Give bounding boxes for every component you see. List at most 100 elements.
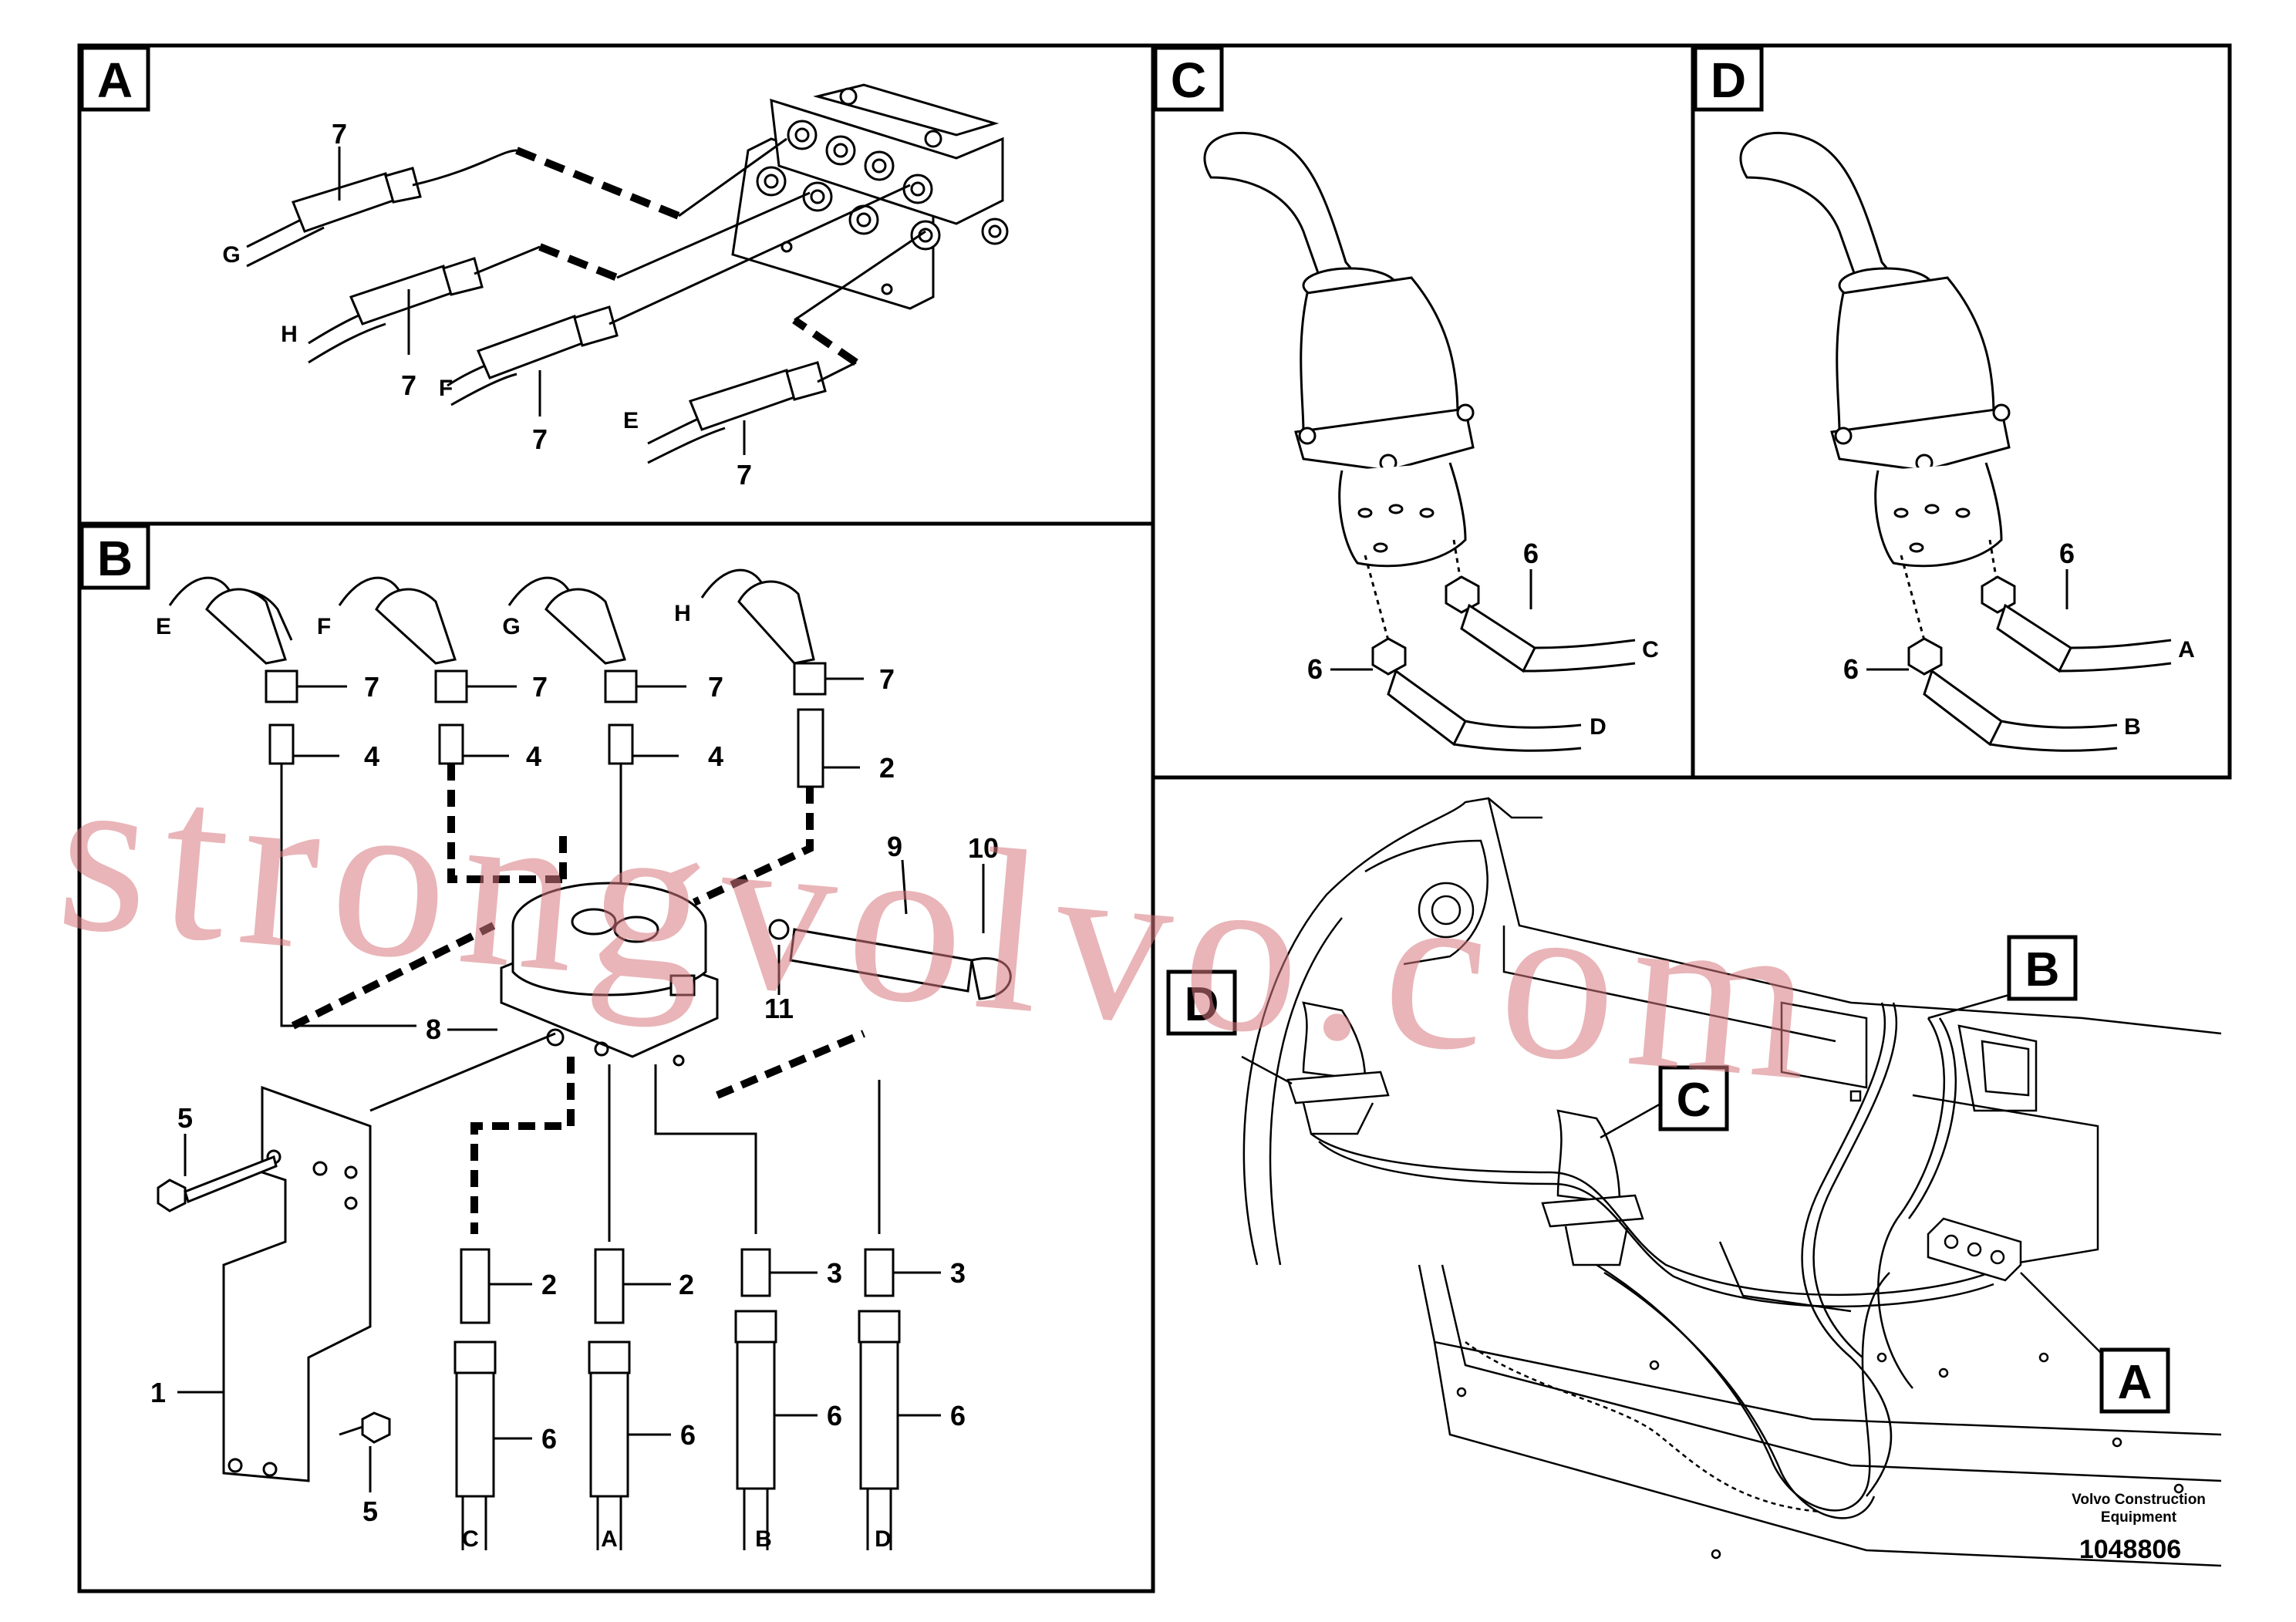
b-label-port-a: A <box>601 1526 618 1552</box>
c-label-6-top: 6 <box>1523 538 1539 569</box>
b-label-hose-f: F <box>317 614 331 639</box>
b-top-hoses <box>168 568 815 665</box>
hose-g <box>246 137 787 268</box>
overview-callout-d-text: D <box>1185 978 1219 1031</box>
b-label-7-1: 7 <box>364 671 379 703</box>
b-label-7-3: 7 <box>708 671 723 703</box>
panel-d-frame <box>1691 43 2232 780</box>
a-label-hose-e: E <box>623 408 639 433</box>
panel-a-labels: 7 G H 7 F 7 E 7 <box>222 118 752 491</box>
document-number: 1048806 <box>2079 1535 2181 1564</box>
b-label-2-top: 2 <box>879 752 895 784</box>
panel-b-tag-text: B <box>97 531 133 586</box>
joystick-d <box>1739 131 2011 568</box>
b-label-11: 11 <box>764 993 794 1024</box>
panel-c-tag: C <box>1153 46 1224 112</box>
bolts <box>157 1155 391 1444</box>
b-label-6-d: 6 <box>950 1400 966 1431</box>
b-nuts-7 <box>265 662 827 703</box>
b-label-hose-h: H <box>674 601 691 626</box>
b-label-7-4: 7 <box>879 663 895 695</box>
panel-a-tag: A <box>79 46 150 112</box>
b-label-4-3: 4 <box>708 740 723 772</box>
overview-joystick-d <box>1286 1001 1390 1135</box>
bracket <box>222 1085 372 1482</box>
manufacturer-line-2: Equipment <box>2101 1509 2177 1526</box>
b-bottom-fittings <box>453 1248 901 1498</box>
b-label-6-a: 6 <box>680 1419 696 1451</box>
hose-h <box>308 191 811 364</box>
b-label-1: 1 <box>150 1377 166 1408</box>
c-label-6-left: 6 <box>1307 653 1323 685</box>
c-label-hose-c: C <box>1642 637 1659 663</box>
panel-frames <box>77 43 2232 1593</box>
d-label-hose-a: A <box>2178 637 2195 663</box>
panel-d-tag: D <box>1693 46 1764 112</box>
panel-c-tag-text: C <box>1171 52 1206 108</box>
b-label-2-a: 2 <box>679 1269 694 1300</box>
c-fittings <box>1371 575 1536 747</box>
joystick-c <box>1203 131 1475 568</box>
overview-callout-a-text: A <box>2118 1356 2153 1409</box>
overview-valve-a <box>1927 1217 2022 1282</box>
b-label-port-d: D <box>875 1526 892 1552</box>
panel-b-tag: B <box>79 524 150 590</box>
shuttle-valve <box>500 882 719 1058</box>
panel-a-tag-text: A <box>97 52 133 108</box>
a-label-hose-h: H <box>281 322 298 347</box>
b-label-5-bottom: 5 <box>362 1496 378 1527</box>
c-label-hose-d: D <box>1590 714 1607 740</box>
panel-c-drawing <box>1203 131 1636 752</box>
b-label-6-b: 6 <box>827 1400 842 1431</box>
footer: Volvo Construction Equipment 1048806 <box>2072 1492 2206 1564</box>
b-label-7-2: 7 <box>532 671 548 703</box>
d-label-6-top: 6 <box>2059 538 2075 569</box>
panel-d-drawing <box>1739 131 2172 752</box>
watermark: strongvolvo.com <box>49 720 1835 1130</box>
panel-b-drawing <box>157 568 1012 1550</box>
b-label-2-c: 2 <box>541 1269 557 1300</box>
panel-c-labels: 6 6 C D <box>1307 538 1659 740</box>
b-label-6-c: 6 <box>541 1423 557 1455</box>
hose-e <box>647 230 926 464</box>
b-label-port-c: C <box>462 1526 479 1552</box>
overview-drawing <box>1241 797 2222 1567</box>
a-label-7-e: 7 <box>737 459 752 491</box>
b-label-3-b: 3 <box>827 1257 842 1289</box>
valve-block <box>731 83 1009 310</box>
b-label-8: 8 <box>426 1013 441 1045</box>
overview-callout-b: B <box>2007 935 2078 1001</box>
b-label-3-d: 3 <box>950 1257 966 1289</box>
overview-callout-d: D <box>1166 969 1237 1036</box>
a-label-7-h: 7 <box>401 369 416 401</box>
a-label-hose-f: F <box>439 376 453 401</box>
b-label-10: 10 <box>968 832 999 864</box>
panel-a-drawing <box>246 83 1009 464</box>
overview-callout-b-text: B <box>2025 943 2060 996</box>
a-label-7-g: 7 <box>332 118 347 150</box>
overview-callout-c: C <box>1658 1065 1729 1131</box>
panel-b-labels: E F G H 7 7 7 7 4 4 4 2 9 10 11 8 5 2 2 … <box>150 601 999 1552</box>
b-label-4-2: 4 <box>526 740 541 772</box>
b-label-5-top: 5 <box>177 1102 193 1134</box>
b-label-4-1: 4 <box>364 740 379 772</box>
panel-d-labels: 6 6 A B <box>1843 538 2195 740</box>
panel-b-frame <box>77 521 1155 1593</box>
b-label-hose-g: G <box>502 614 520 639</box>
rod-and-knob <box>768 919 1012 1000</box>
manufacturer-line-1: Volvo Construction <box>2072 1492 2206 1508</box>
panel-d-tag-text: D <box>1711 52 1746 108</box>
b-label-9: 9 <box>887 831 902 862</box>
a-label-hose-g: G <box>222 242 240 268</box>
d-fittings <box>1907 575 2072 747</box>
d-label-hose-b: B <box>2124 714 2141 740</box>
panel-a-frame <box>77 43 1155 526</box>
overview-callout-c-text: C <box>1677 1074 1711 1127</box>
hose-f <box>447 184 911 406</box>
a-label-7-f: 7 <box>532 423 548 455</box>
b-label-port-b: B <box>755 1526 772 1552</box>
d-label-6-left: 6 <box>1843 653 1859 685</box>
b-label-hose-e: E <box>156 614 171 639</box>
overview-callout-a: A <box>2099 1347 2170 1414</box>
